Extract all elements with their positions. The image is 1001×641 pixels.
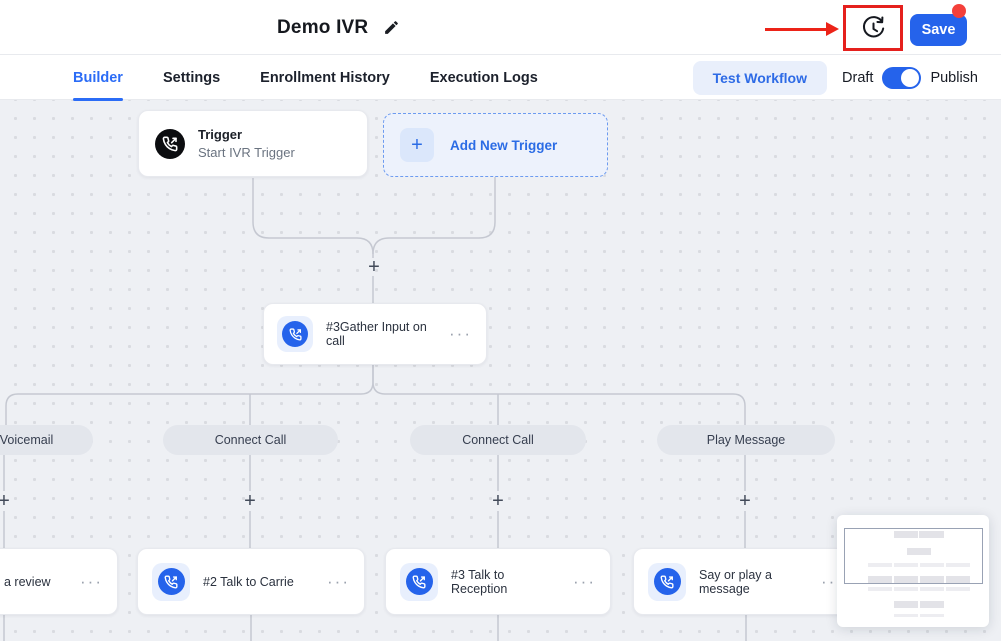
outgoing-call-icon [155, 128, 185, 159]
action-node-review[interactable]: a review ··· [0, 548, 118, 615]
test-workflow-button[interactable]: Test Workflow [692, 60, 828, 95]
history-button-highlight [843, 5, 903, 51]
action-node-talk-to-carrie[interactable]: #2 Talk to Carrie ··· [137, 548, 365, 615]
branch-pill-play-message[interactable]: Play Message [657, 425, 835, 455]
tab-execution-logs[interactable]: Execution Logs [429, 69, 538, 86]
workflow-canvas[interactable]: Trigger Start IVR Trigger + Add New Trig… [0, 100, 1001, 641]
trigger-node-title: Trigger [198, 127, 243, 142]
minimap-node-block [907, 548, 931, 555]
tab-builder[interactable]: Builder [73, 55, 123, 101]
add-step-button[interactable]: + [492, 489, 504, 512]
minimap[interactable] [837, 515, 989, 627]
plus-icon: + [400, 128, 434, 162]
header: Demo IVR Save [0, 0, 1001, 55]
page-title: Demo IVR [277, 16, 369, 38]
add-step-button[interactable]: + [739, 489, 751, 512]
minimap-node-block [946, 576, 970, 583]
minimap-node-block [894, 614, 918, 617]
more-options-icon[interactable]: ··· [821, 571, 844, 591]
minimap-node-block [894, 563, 918, 567]
minimap-node-block [894, 601, 918, 608]
add-new-trigger-button[interactable]: + Add New Trigger [383, 113, 608, 177]
minimap-viewport[interactable] [844, 528, 983, 584]
minimap-node-block [920, 563, 944, 567]
history-icon[interactable] [860, 15, 887, 42]
call-icon [152, 562, 190, 601]
minimap-node-block [946, 587, 970, 591]
annotation-arrow [765, 28, 828, 31]
more-options-icon[interactable]: ··· [573, 571, 596, 591]
tab-bar: Builder Settings Enrollment History Exec… [0, 55, 1001, 101]
tab-settings[interactable]: Settings [162, 69, 221, 86]
minimap-node-block [868, 563, 892, 567]
toggle-knob [901, 68, 920, 87]
gather-node-label: #3Gather Input on call [326, 320, 427, 348]
annotation-arrow-head [826, 22, 839, 36]
minimap-node-block [894, 531, 918, 538]
branch-pill-connect-call-2[interactable]: Connect Call [410, 425, 586, 455]
node-label: a review [4, 574, 51, 589]
edit-title-icon[interactable] [381, 18, 401, 38]
branch-pill-connect-call-1[interactable]: Connect Call [163, 425, 338, 455]
add-new-trigger-label: Add New Trigger [450, 137, 558, 153]
minimap-node-block [919, 531, 944, 538]
more-options-icon[interactable]: ··· [327, 571, 350, 591]
add-step-button[interactable]: + [368, 255, 380, 278]
minimap-node-block [920, 587, 944, 591]
minimap-node-block [946, 563, 970, 567]
call-icon [400, 562, 438, 601]
minimap-node-block [920, 614, 944, 617]
minimap-node-block [920, 576, 944, 583]
gather-input-node[interactable]: #3Gather Input on call ··· [263, 303, 487, 365]
unsaved-changes-dot [952, 4, 966, 18]
more-options-icon[interactable]: ··· [80, 571, 103, 591]
action-node-say-or-play[interactable]: Say or play a message ··· [633, 548, 859, 615]
branch-pill-voicemail[interactable]: Voicemail [0, 425, 93, 455]
call-icon [648, 562, 686, 601]
save-button[interactable]: Save [910, 14, 967, 46]
trigger-node-subtitle: Start IVR Trigger [198, 145, 295, 160]
publish-toggle[interactable] [882, 66, 922, 89]
trigger-node[interactable]: Trigger Start IVR Trigger [138, 110, 368, 177]
node-label: Say or play a message [699, 567, 772, 596]
add-step-button[interactable]: + [244, 489, 256, 512]
more-options-icon[interactable]: ··· [449, 324, 472, 343]
node-label: #2 Talk to Carrie [203, 574, 294, 589]
minimap-node-block [868, 576, 892, 583]
action-node-talk-to-reception[interactable]: #3 Talk to Reception ··· [385, 548, 611, 615]
minimap-node-block [894, 587, 918, 591]
draft-label: Draft [842, 69, 874, 86]
call-icon [277, 316, 313, 352]
minimap-node-block [894, 576, 918, 583]
publish-label: Publish [930, 69, 978, 86]
tab-enrollment-history[interactable]: Enrollment History [260, 69, 390, 86]
add-step-button[interactable]: + [0, 489, 10, 512]
minimap-node-block [868, 587, 892, 591]
minimap-node-block [920, 601, 944, 608]
node-label: #3 Talk to Reception [451, 567, 508, 596]
